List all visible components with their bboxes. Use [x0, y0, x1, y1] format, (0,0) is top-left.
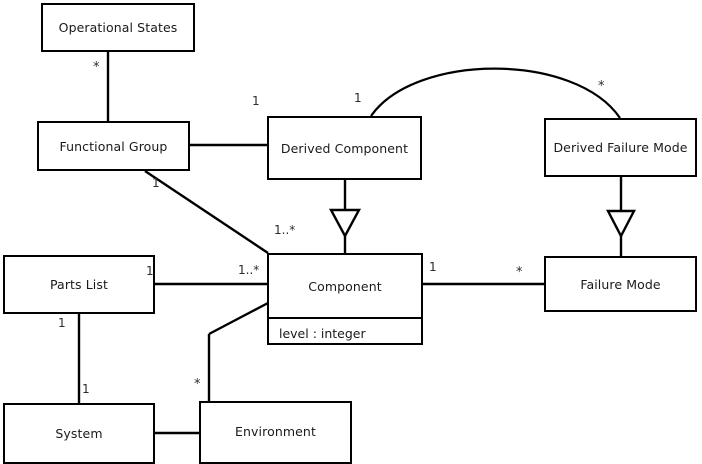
class-name-label: Failure Mode [580, 276, 661, 292]
class-name-compartment: Environment [201, 403, 350, 459]
multiplicity-arc-target: * [598, 79, 605, 94]
multiplicity-parts-list-bottom: 1 [58, 316, 66, 330]
class-name-compartment: Parts List [5, 257, 153, 312]
class-box-system[interactable]: System [3, 403, 155, 464]
class-name-label: Component [308, 278, 382, 294]
class-name-compartment: Functional Group [39, 123, 188, 169]
class-box-parts-list[interactable]: Parts List [3, 255, 155, 314]
edge-derived-component-derived-failure-mode [370, 67, 621, 119]
generalization-triangle-failure-mode [606, 209, 636, 239]
class-name-label: Parts List [49, 277, 108, 292]
class-name-label: Environment [235, 423, 316, 439]
multiplicity-derived-component-end: 1 [252, 94, 260, 108]
generalization-triangle-component [328, 208, 362, 239]
multiplicity-environment-top: * [194, 377, 201, 392]
class-name-compartment: Operational States [43, 5, 193, 50]
class-name-compartment: System [5, 405, 153, 461]
edge-component-environment-diagonal [208, 301, 269, 336]
class-attribute-compartment: level : integer [269, 317, 421, 347]
multiplicity-failure-mode-left: * [516, 265, 523, 280]
class-name-label: Operational States [58, 20, 178, 35]
class-name-compartment: Derived Failure Mode [546, 120, 695, 175]
multiplicity-component-from-parts-list: 1..* [238, 263, 260, 277]
class-box-failure-mode[interactable]: Failure Mode [544, 256, 697, 312]
multiplicity-component-right: 1 [429, 260, 437, 274]
class-name-label: Derived Component [280, 140, 409, 156]
multiplicity-arc-source: 1 [354, 91, 362, 105]
class-name-compartment: Component [269, 255, 421, 317]
class-box-component[interactable]: Component level : integer [267, 253, 423, 345]
multiplicity-functional-group-component: 1 [152, 176, 160, 190]
multiplicity-system-top: 1 [82, 382, 90, 396]
edge-functional-group-component [144, 170, 269, 254]
class-box-derived-component[interactable]: Derived Component [267, 116, 422, 180]
class-name-compartment: Failure Mode [546, 258, 695, 310]
class-name-compartment: Derived Component [269, 118, 420, 178]
class-box-operational-states[interactable]: Operational States [41, 3, 195, 52]
class-name-label: Derived Failure Mode [553, 140, 688, 155]
class-name-label: Functional Group [59, 138, 168, 154]
multiplicity-component-from-functional-group: 1..* [274, 223, 296, 237]
class-attribute-level: level : integer [279, 326, 366, 341]
class-name-label: System [55, 425, 103, 441]
multiplicity-operational-states: * [93, 60, 100, 75]
class-box-functional-group[interactable]: Functional Group [37, 121, 190, 171]
class-box-environment[interactable]: Environment [199, 401, 352, 464]
class-box-derived-failure-mode[interactable]: Derived Failure Mode [544, 118, 697, 177]
multiplicity-parts-list-right: 1 [146, 264, 154, 278]
